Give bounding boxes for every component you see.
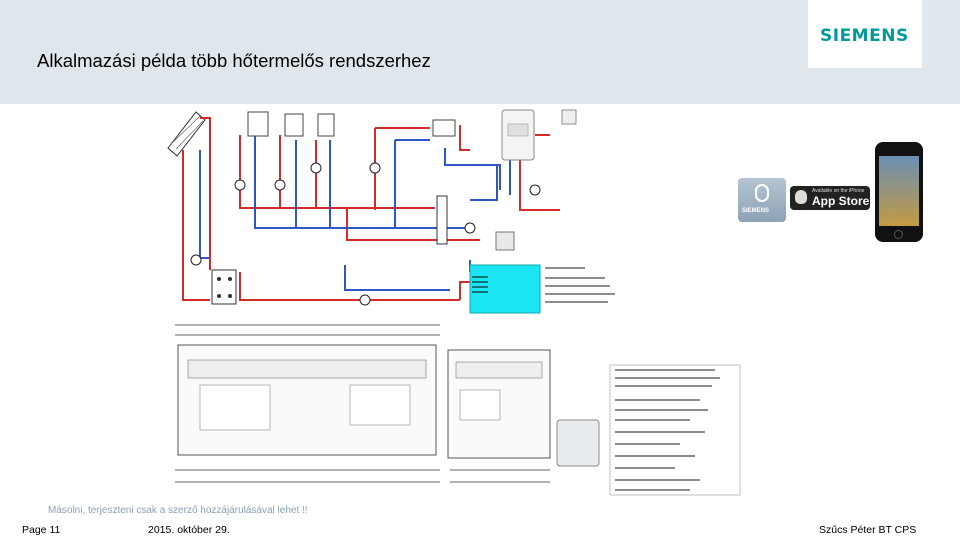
page-number: Page 11 xyxy=(22,524,61,536)
heat-exchanger xyxy=(211,269,237,305)
thermometer-icon xyxy=(755,184,769,202)
terminal-strips xyxy=(175,324,550,483)
tile-brand: SIEMENS xyxy=(742,208,770,214)
smartphone-image xyxy=(875,142,923,242)
thermostat-app-tile: SIEMENS xyxy=(738,178,786,222)
solar-collector xyxy=(167,111,206,157)
store-big-text: App Store xyxy=(812,194,870,208)
cold-water-pipes xyxy=(199,135,511,291)
siemens-logo: SIEMENS xyxy=(820,26,909,46)
footer-date: 2015. október 29. xyxy=(148,524,230,536)
logo-area xyxy=(808,0,922,68)
wall-boiler xyxy=(501,109,535,161)
copyright-notice: Másolni, terjeszteni csak a szerző hozzá… xyxy=(48,505,308,516)
room-thermostat xyxy=(495,109,577,251)
app-store-badge: Available on the iPhone App Store xyxy=(790,186,870,210)
header-band xyxy=(0,0,960,104)
footer-author: Szűcs Péter BT CPS xyxy=(819,524,917,536)
pumps xyxy=(190,162,541,306)
phone-screen xyxy=(879,156,919,226)
slide-title: Alkalmazási példa több hőtermelős rendsz… xyxy=(37,50,431,71)
spec-frame xyxy=(609,364,741,496)
storage-tank xyxy=(469,264,541,314)
distribution-manifold xyxy=(436,195,448,245)
radiators xyxy=(247,111,456,137)
store-small-text: Available on the iPhone xyxy=(812,188,865,194)
controller-units xyxy=(177,344,600,467)
apple-icon xyxy=(795,190,807,204)
spec-text-block xyxy=(545,267,720,491)
home-button-icon xyxy=(894,230,903,239)
